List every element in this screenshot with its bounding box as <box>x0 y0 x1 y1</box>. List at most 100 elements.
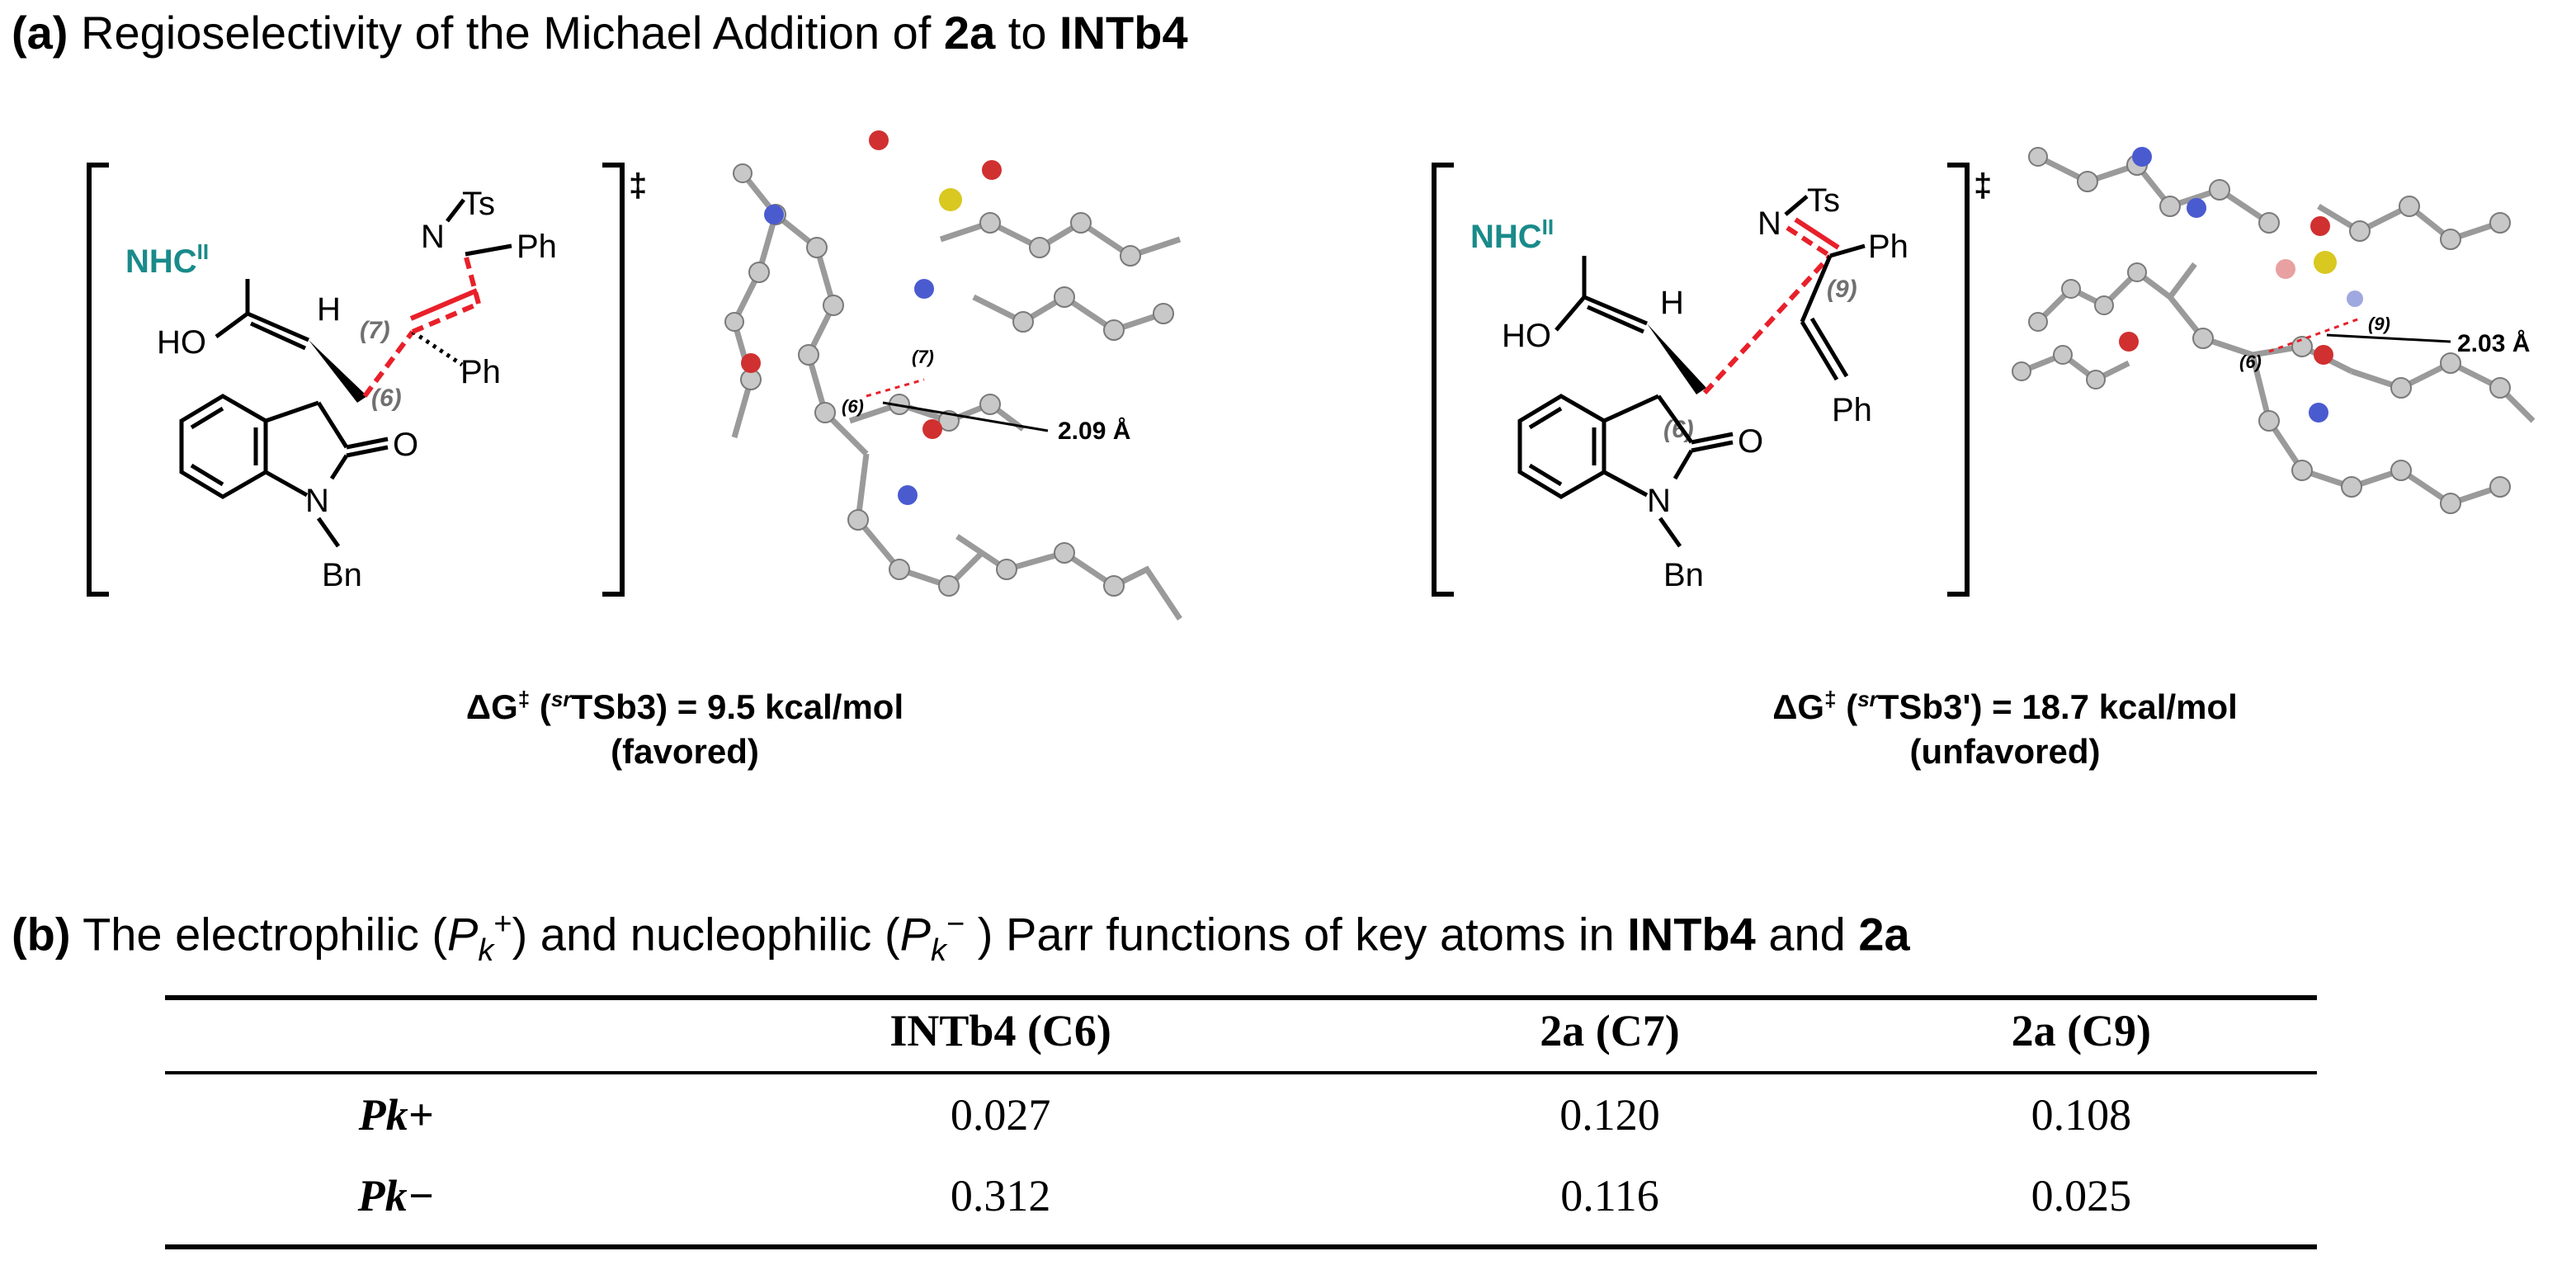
h-label: H <box>1660 285 1684 321</box>
table-cell: 0.116 <box>1560 1171 1659 1220</box>
ts-label: Ts <box>1807 182 1840 219</box>
unfavored-energy: ΔG‡ (srTSb3') = 18.7 kcal/mol (unfavored… <box>1716 677 2294 774</box>
bond <box>1528 463 1563 487</box>
energy-line: ΔG‡ (srTSb3') = 18.7 kcal/mol <box>1772 687 2238 726</box>
nitrogen-atom <box>898 485 918 505</box>
table-bottom-rule <box>165 1244 2317 1249</box>
wedge-bond <box>1647 323 1706 394</box>
panel-b-title-2a: 2a <box>1858 908 1910 961</box>
sulfur-atom <box>939 188 962 211</box>
bn-label: Bn <box>322 557 362 593</box>
ph-label-2: Ph <box>1832 392 1872 428</box>
bond <box>249 321 307 351</box>
favored-ts-3d-model: (6) (7) 2.09 Å <box>724 130 1182 621</box>
atom-7-label: (7) <box>360 317 390 344</box>
col-header-intb4: INTb4 (C6) <box>627 990 1375 1074</box>
atom-6-3d-label: (6) <box>842 396 864 417</box>
forming-bond-3d <box>2268 317 2361 353</box>
hash-bond <box>411 329 464 367</box>
right-bracket <box>1947 163 1970 597</box>
bond <box>316 401 349 449</box>
bond <box>465 243 512 257</box>
left-bracket <box>1432 163 1454 597</box>
ph-label-1: Ph <box>460 354 501 390</box>
allyl-bond <box>1786 225 1832 258</box>
n-label-2: N <box>1647 483 1671 519</box>
bond <box>264 470 309 498</box>
unfavored-ts-structure: ‡ NHCII HO H (6) N Ts Ph (9) Ph O N Bn <box>1432 163 1992 597</box>
oxygen-atom <box>2119 332 2139 352</box>
atom-9-3d-label: (9) <box>2368 314 2390 334</box>
table-cell: 0.027 <box>950 1090 1051 1140</box>
distance-label: 2.03 Å <box>2457 330 2530 357</box>
panel-b-title: (b) The electrophilic (Pk+) and nucleoph… <box>12 907 1910 968</box>
atom-6-label: (6) <box>371 385 402 412</box>
ts-label: Ts <box>462 186 495 222</box>
bond <box>1829 243 1866 258</box>
bond <box>1800 320 1839 381</box>
bond <box>1673 449 1694 480</box>
nitrogen-atom <box>2132 147 2152 167</box>
bond <box>1602 470 1649 498</box>
bond <box>1528 406 1563 430</box>
bond <box>1784 195 1809 216</box>
bond <box>215 311 249 339</box>
favored-energy: ΔG‡ (srTSb3) = 9.5 kcal/mol (favored) <box>404 677 965 774</box>
benzene-ring <box>1517 394 1606 499</box>
forming-bond <box>362 330 415 398</box>
sulfur-atom <box>2314 251 2337 274</box>
table-header-empty <box>165 990 627 1074</box>
bn-label: Bn <box>1663 557 1704 593</box>
row-label-pk-minus: Pk− <box>357 1171 435 1220</box>
n-label: N <box>1757 205 1781 242</box>
table-cell: 0.108 <box>2031 1090 2132 1140</box>
col-header-2a-c9: 2a (C9) <box>1845 990 2317 1074</box>
unfavored-note: (unfavored) <box>1909 732 2101 771</box>
oxygen-atom <box>741 353 761 373</box>
panel-b-title-part3: ) Parr functions of key atoms in <box>977 908 1615 961</box>
n-label: N <box>421 219 445 255</box>
energy-line: ΔG‡ (srTSb3) = 9.5 kcal/mol <box>465 687 904 726</box>
nhc-label: NHCII <box>1470 215 1554 255</box>
favored-note: (favored) <box>611 732 759 771</box>
panel-b-label: (b) <box>12 908 71 961</box>
n-label-2: N <box>305 483 329 519</box>
bond <box>265 400 319 423</box>
o-label: O <box>1738 423 1763 460</box>
bond <box>1691 440 1734 453</box>
panel-a-title-intb4: INTb4 <box>1059 7 1188 59</box>
oxygen-atom <box>922 419 942 439</box>
h-label: H <box>317 291 341 328</box>
allyl-bond <box>1794 217 1840 250</box>
nitrogen-atom <box>2309 403 2328 423</box>
panel-a-label: (a) <box>12 7 68 59</box>
panel-a-title-text: Regioselectivity of the Michael Addition… <box>81 7 932 59</box>
col-header-2a-c7: 2a (C7) <box>1374 990 1846 1074</box>
bond <box>190 406 224 430</box>
panel-a-title: (a) Regioselectivity of the Michael Addi… <box>12 7 1188 59</box>
bond <box>329 454 349 480</box>
panel-a-title-to: to <box>1007 7 1047 59</box>
panel-b-title-part1: The electrophilic ( <box>83 908 448 961</box>
nitrogen-atom <box>914 279 934 299</box>
oxygen-atom <box>2276 259 2295 279</box>
allyl-bond <box>411 301 480 334</box>
bond <box>1658 517 1682 548</box>
forming-bond-3d <box>866 378 925 398</box>
nhc-label: NHCII <box>125 239 209 280</box>
table-row: Pk+ 0.027 0.120 0.108 <box>165 1073 2317 1155</box>
bond <box>346 437 389 450</box>
bond <box>446 198 465 223</box>
table-cell: 0.025 <box>2031 1171 2132 1220</box>
oxygen-atom <box>2310 216 2330 236</box>
bond <box>1602 394 1660 423</box>
panel-b-title-intb4: INTb4 <box>1627 908 1756 961</box>
right-bracket <box>602 163 625 597</box>
atom-6-3d-label: (6) <box>2239 352 2262 372</box>
dagger-label: ‡ <box>629 168 647 204</box>
allyl-bond <box>463 253 481 305</box>
ho-label: HO <box>157 324 206 361</box>
bond <box>316 517 341 548</box>
panel-b-title-part2: ) and nucleophilic ( <box>512 908 900 961</box>
panel-a-title-2a: 2a <box>943 7 996 59</box>
